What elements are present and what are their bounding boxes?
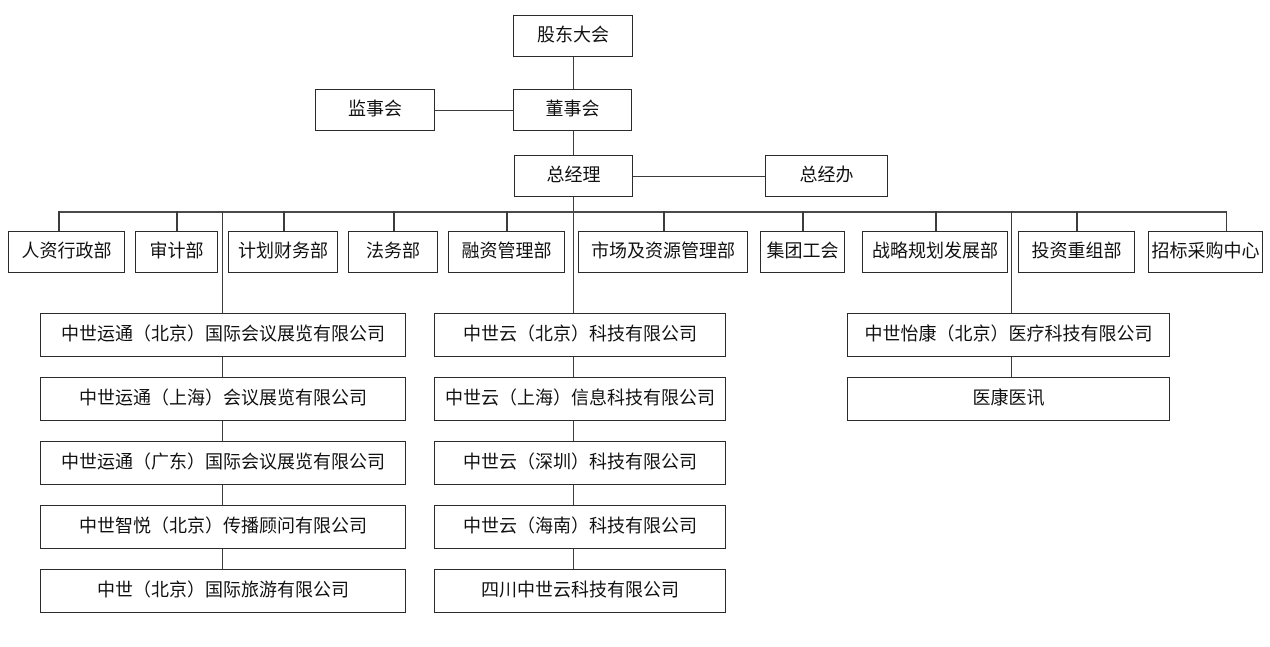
connector-middle-2-3	[572, 485, 574, 505]
connector-middle-1-2	[572, 421, 574, 441]
org-node-dept-planning-finance: 计划财务部	[228, 231, 338, 273]
org-node-dept-hr-admin: 人资行政部	[8, 231, 125, 273]
connector-left-3-4	[221, 549, 223, 569]
connector-drop-dept-4	[506, 211, 508, 231]
connector-drop-dept-5	[663, 211, 665, 231]
connector-left-1-2	[221, 421, 223, 441]
connector-left-2-3	[221, 485, 223, 505]
org-node-subsidiary-right-1: 医康医讯	[847, 377, 1170, 421]
connector-department-bus	[58, 211, 1227, 213]
connector-drop-dept-6	[802, 211, 804, 231]
org-node-subsidiary-middle-3: 中世云（海南）科技有限公司	[434, 505, 726, 549]
org-node-dept-strategic-planning: 战略规划发展部	[862, 231, 1008, 273]
org-node-subsidiary-left-3: 中世智悦（北京）传播顾问有限公司	[40, 505, 406, 549]
connector-left-0-1	[221, 357, 223, 377]
connector-drop-dept-0	[58, 211, 60, 231]
org-node-dept-bidding-procurement: 招标采购中心	[1148, 231, 1263, 273]
org-node-subsidiary-left-1: 中世运通（上海）会议展览有限公司	[40, 377, 406, 421]
connector-middle-0-1	[572, 357, 574, 377]
connector-gm-middle-column	[572, 197, 574, 313]
connector-drop-dept-2	[283, 211, 285, 231]
connector-drop-dept-3	[393, 211, 395, 231]
org-node-subsidiary-middle-0: 中世云（北京）科技有限公司	[434, 313, 726, 357]
connector-board-gm	[572, 131, 574, 155]
org-node-dept-group-union: 集团工会	[760, 231, 845, 273]
connector-middle-3-4	[572, 549, 574, 569]
connector-shareholders-board	[572, 57, 574, 89]
org-node-shareholders-meeting: 股东大会	[513, 15, 633, 57]
org-node-gm-office: 总经办	[765, 155, 888, 197]
connector-drop-dept-1	[176, 211, 178, 231]
org-node-subsidiary-left-4: 中世（北京）国际旅游有限公司	[40, 569, 406, 613]
org-node-subsidiary-right-0: 中世怡康（北京）医疗科技有限公司	[847, 313, 1170, 357]
org-node-board-of-directors: 董事会	[513, 89, 632, 131]
connector-bus-right-column	[1010, 211, 1012, 313]
connector-bus-left-column	[221, 211, 223, 313]
connector-right-0-1	[1010, 357, 1012, 377]
org-node-dept-audit: 审计部	[135, 231, 218, 273]
org-node-subsidiary-left-2: 中世运通（广东）国际会议展览有限公司	[40, 441, 406, 485]
connector-gm-office	[633, 175, 765, 177]
org-node-general-manager: 总经理	[514, 155, 633, 197]
org-node-dept-legal: 法务部	[348, 231, 438, 273]
org-node-dept-financing-mgmt: 融资管理部	[448, 231, 565, 273]
org-node-subsidiary-middle-2: 中世云（深圳）科技有限公司	[434, 441, 726, 485]
connector-drop-dept-9	[1225, 211, 1227, 231]
org-node-subsidiary-left-0: 中世运通（北京）国际会议展览有限公司	[40, 313, 406, 357]
connector-drop-dept-8	[1076, 211, 1078, 231]
org-node-dept-investment-restructure: 投资重组部	[1018, 231, 1135, 273]
org-node-subsidiary-middle-4: 四川中世云科技有限公司	[434, 569, 726, 613]
org-node-dept-market-resource-mgmt: 市场及资源管理部	[578, 231, 748, 273]
connector-supervisory-board	[435, 109, 513, 111]
org-node-supervisory-board: 监事会	[315, 89, 435, 131]
connector-drop-dept-7	[935, 211, 937, 231]
org-node-subsidiary-middle-1: 中世云（上海）信息科技有限公司	[434, 377, 726, 421]
